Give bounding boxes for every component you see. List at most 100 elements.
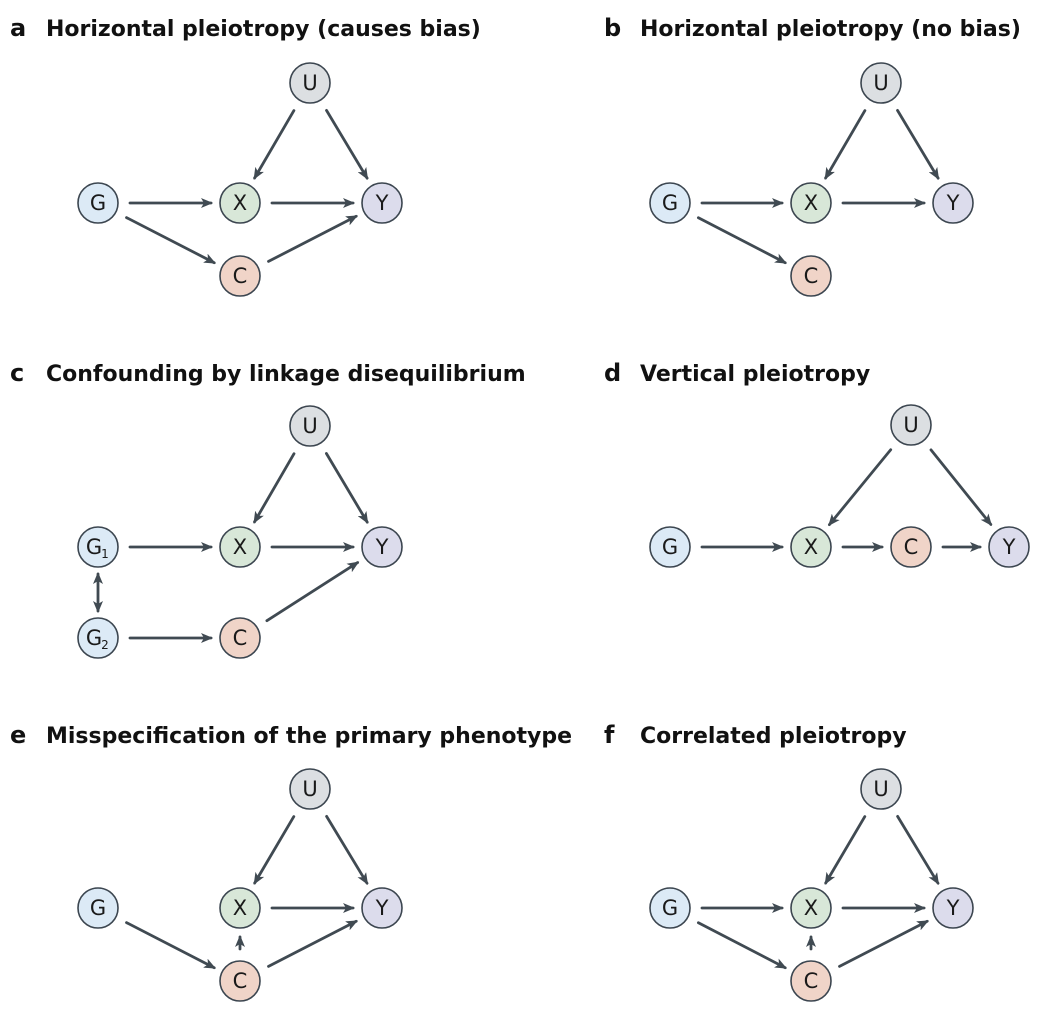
node-G1-circle xyxy=(77,526,119,568)
edge-C-to-Y xyxy=(838,919,929,968)
node-X-circle xyxy=(219,526,261,568)
node-C: C xyxy=(790,960,832,1002)
node-X-label: X xyxy=(233,191,247,215)
edge-G-to-C xyxy=(697,921,787,970)
node-G: G xyxy=(77,887,119,929)
node-G2-label: G xyxy=(86,626,102,650)
node-C-circle xyxy=(219,255,261,297)
node-U-circle xyxy=(289,405,331,447)
node-X: X xyxy=(219,182,261,224)
panel-c-title: Confounding by linkage disequilibrium xyxy=(46,362,526,387)
node-Y-circle xyxy=(932,887,974,929)
node-Y: Y xyxy=(932,182,974,224)
node-X: X xyxy=(790,182,832,224)
node-G-label: G xyxy=(662,896,678,920)
node-U-label: U xyxy=(302,414,317,438)
node-G2-subscript: 2 xyxy=(101,638,109,652)
node-X: X xyxy=(219,526,261,568)
node-X-label: X xyxy=(233,896,247,920)
edge-C-to-Y xyxy=(265,561,360,623)
panel-c-letter: c xyxy=(10,359,24,387)
node-G2-circle xyxy=(77,617,119,659)
node-Y-circle xyxy=(361,182,403,224)
node-C-label: C xyxy=(233,264,248,288)
node-C: C xyxy=(890,526,932,568)
node-Y-label: Y xyxy=(946,191,960,215)
node-X-label: X xyxy=(804,535,818,559)
node-X-circle xyxy=(219,182,261,224)
edge-G-to-C xyxy=(125,921,216,970)
node-G-label: G xyxy=(662,535,678,559)
node-Y-circle xyxy=(932,182,974,224)
node-G-circle xyxy=(649,526,691,568)
edge-U-to-Y xyxy=(929,448,993,526)
panel-d-title: Vertical pleiotropy xyxy=(640,362,870,387)
node-Y: Y xyxy=(361,887,403,929)
node-X-label: X xyxy=(233,535,247,559)
node-C-label: C xyxy=(804,969,819,993)
node-U: U xyxy=(289,405,331,447)
node-C-label: C xyxy=(904,535,919,559)
node-G-circle xyxy=(77,887,119,929)
node-X-circle xyxy=(790,526,832,568)
panel-f-edges xyxy=(697,815,940,970)
edge-U-to-X xyxy=(827,448,893,527)
node-G-circle xyxy=(649,887,691,929)
node-Y-circle xyxy=(988,526,1030,568)
node-G-label: G xyxy=(90,191,106,215)
node-Y: Y xyxy=(361,182,403,224)
node-G: G xyxy=(649,182,691,224)
panel-b-title: Horizontal pleiotropy (no bias) xyxy=(640,17,1021,42)
node-Y-circle xyxy=(361,887,403,929)
edge-U-to-X xyxy=(253,109,296,180)
node-X: X xyxy=(219,887,261,929)
node-X-circle xyxy=(790,182,832,224)
edge-U-to-Y xyxy=(325,815,369,885)
node-X-label: X xyxy=(804,191,818,215)
node-G1-subscript: 1 xyxy=(101,547,109,561)
node-G: G xyxy=(649,526,691,568)
node-U-label: U xyxy=(873,777,888,801)
node-U-circle xyxy=(289,768,331,810)
edge-G-to-C xyxy=(697,216,787,265)
node-G-circle xyxy=(77,182,119,224)
panel-a-title: Horizontal pleiotropy (causes bias) xyxy=(46,17,481,42)
node-C-circle xyxy=(890,526,932,568)
node-C: C xyxy=(219,617,261,659)
node-X-circle xyxy=(790,887,832,929)
node-Y-label: Y xyxy=(375,896,389,920)
node-U: U xyxy=(289,768,331,810)
node-G1-label: G xyxy=(86,535,102,559)
node-Y-label: Y xyxy=(375,535,389,559)
panel-d-nodes: U G X C Y xyxy=(649,404,1030,568)
node-U-label: U xyxy=(903,413,918,437)
node-C: C xyxy=(790,255,832,297)
panel-e-edges xyxy=(125,815,369,970)
node-U-circle xyxy=(860,768,902,810)
node-C: C xyxy=(219,255,261,297)
node-X: X xyxy=(790,887,832,929)
node-Y-label: Y xyxy=(1002,535,1016,559)
node-Y-label: Y xyxy=(375,191,389,215)
node-C-circle xyxy=(219,617,261,659)
node-C-label: C xyxy=(233,969,248,993)
node-C-label: C xyxy=(233,626,248,650)
node-U: U xyxy=(890,404,932,446)
node-Y: Y xyxy=(361,526,403,568)
edge-U-to-Y xyxy=(896,109,940,180)
node-C-circle xyxy=(790,255,832,297)
node-G-label: G xyxy=(662,191,678,215)
node-G: G xyxy=(77,182,119,224)
edge-U-to-Y xyxy=(896,815,940,885)
